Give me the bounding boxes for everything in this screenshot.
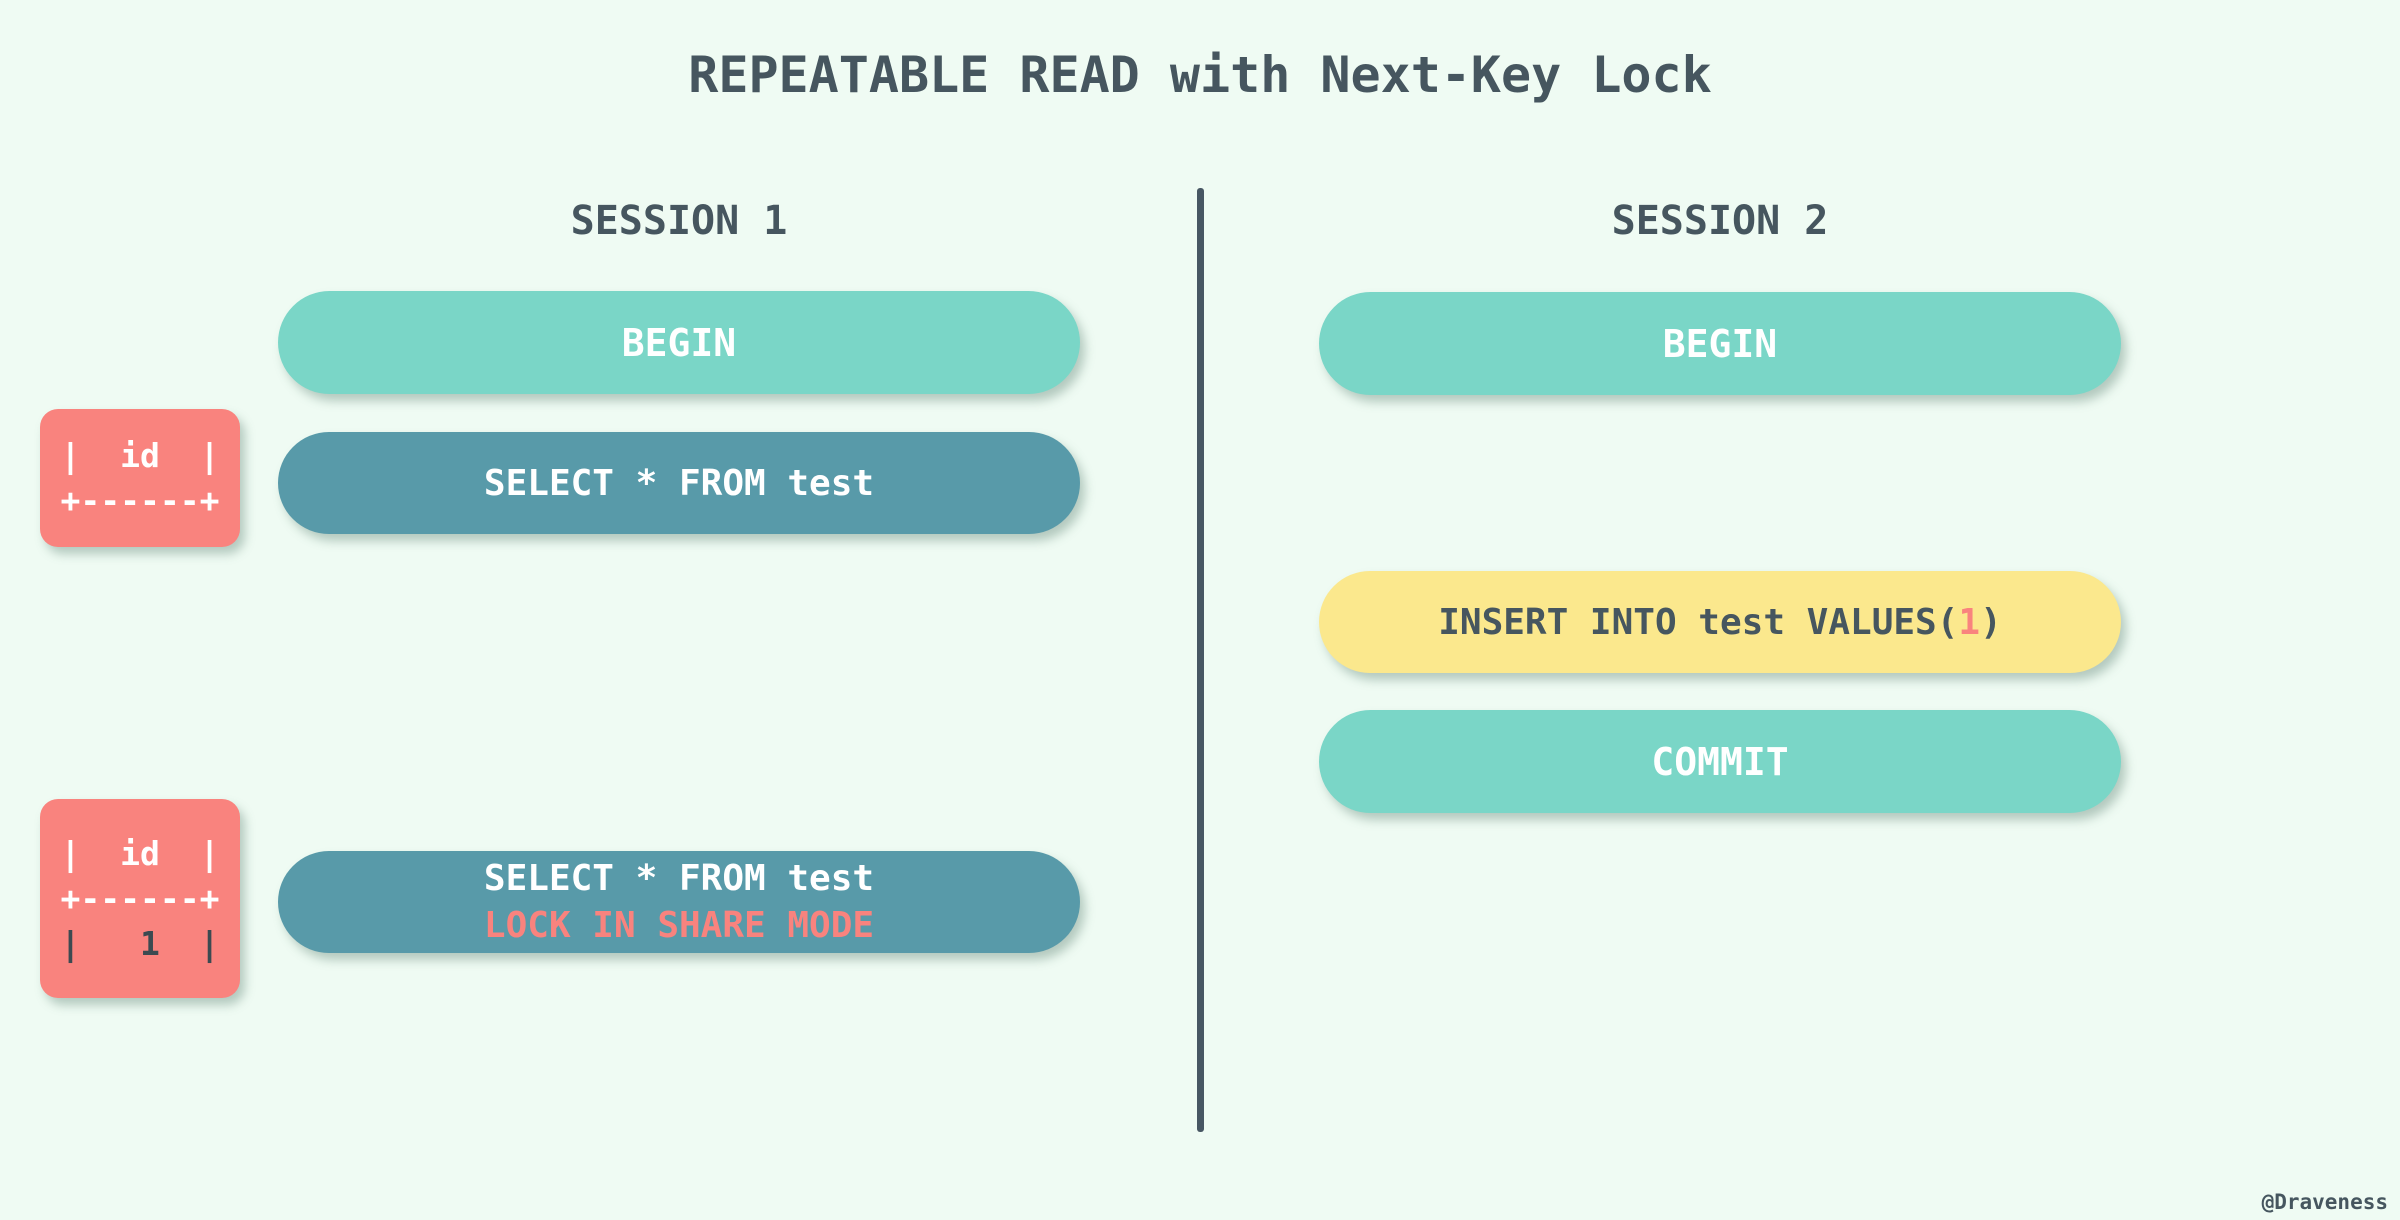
session1-select-lock-statement: SELECT * FROM test LOCK IN SHARE MODE bbox=[278, 851, 1080, 953]
session-divider-line bbox=[1197, 188, 1204, 1132]
page-title: REPEATABLE READ with Next-Key Lock bbox=[688, 46, 1712, 104]
session2-header: SESSION 2 bbox=[1611, 198, 1829, 244]
statement-text: BEGIN bbox=[621, 320, 737, 365]
session2-commit-statement: COMMIT bbox=[1319, 710, 2121, 813]
session1-result-row-table: | id | +------+ | 1 | bbox=[40, 799, 240, 998]
result-line: +------+ bbox=[60, 481, 220, 520]
result-line: +------+ bbox=[60, 879, 220, 918]
session1-result-empty-table: | id | +------+ bbox=[40, 409, 240, 547]
session1-begin-statement: BEGIN bbox=[278, 291, 1080, 394]
session2-begin-statement: BEGIN bbox=[1319, 292, 2121, 395]
statement-text: ) bbox=[1980, 601, 2002, 643]
result-line: | id | bbox=[60, 834, 220, 873]
session1-header: SESSION 1 bbox=[570, 198, 788, 244]
statement-text: SELECT * FROM test bbox=[483, 462, 875, 504]
statement-value-text: 1 bbox=[1958, 601, 1981, 643]
result-line: | id | bbox=[60, 436, 220, 475]
statement-text: SELECT * FROM test bbox=[483, 858, 875, 899]
result-row-value: | 1 | bbox=[60, 924, 220, 963]
author-credit: @Draveness bbox=[2261, 1190, 2388, 1214]
session1-select-statement: SELECT * FROM test bbox=[278, 432, 1080, 534]
statement-text: BEGIN bbox=[1662, 321, 1778, 366]
statement-text: INSERT INTO test VALUES( bbox=[1438, 601, 1959, 643]
statement-lock-clause-text: LOCK IN SHARE MODE bbox=[483, 905, 875, 946]
session2-insert-statement: INSERT INTO test VALUES(1) bbox=[1319, 571, 2121, 673]
statement-text: COMMIT bbox=[1651, 739, 1789, 784]
